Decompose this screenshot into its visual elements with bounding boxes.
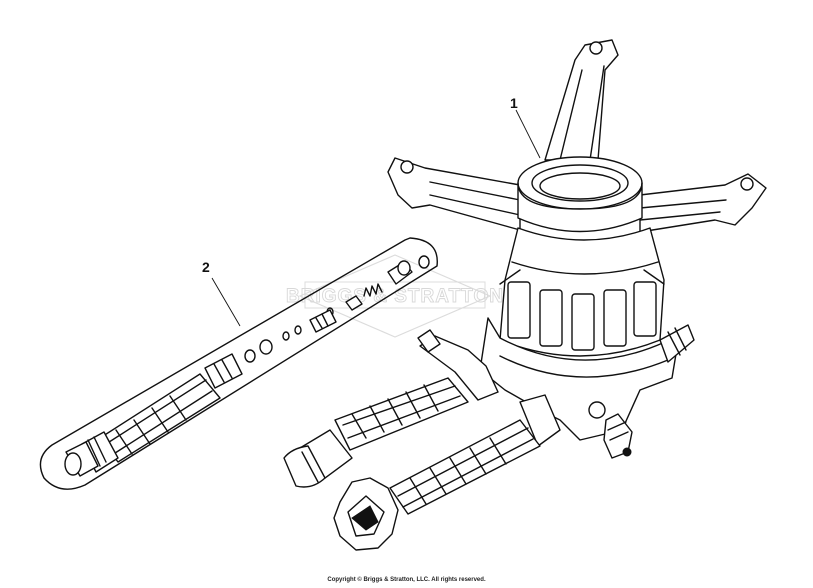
callout-1-label: 1 <box>510 95 518 111</box>
brand-watermark: BRIGGS & STRATTON <box>286 254 504 338</box>
callout-2: 2 <box>202 259 241 327</box>
pump-assembly <box>283 39 767 551</box>
callout-2-label: 2 <box>202 259 210 275</box>
callout-1: 1 <box>510 95 541 159</box>
valve-kit <box>39 237 438 490</box>
watermark-text: BRIGGS & STRATTON <box>286 286 504 307</box>
copyright-notice: Copyright © Briggs & Stratton, LLC. All … <box>327 577 486 583</box>
